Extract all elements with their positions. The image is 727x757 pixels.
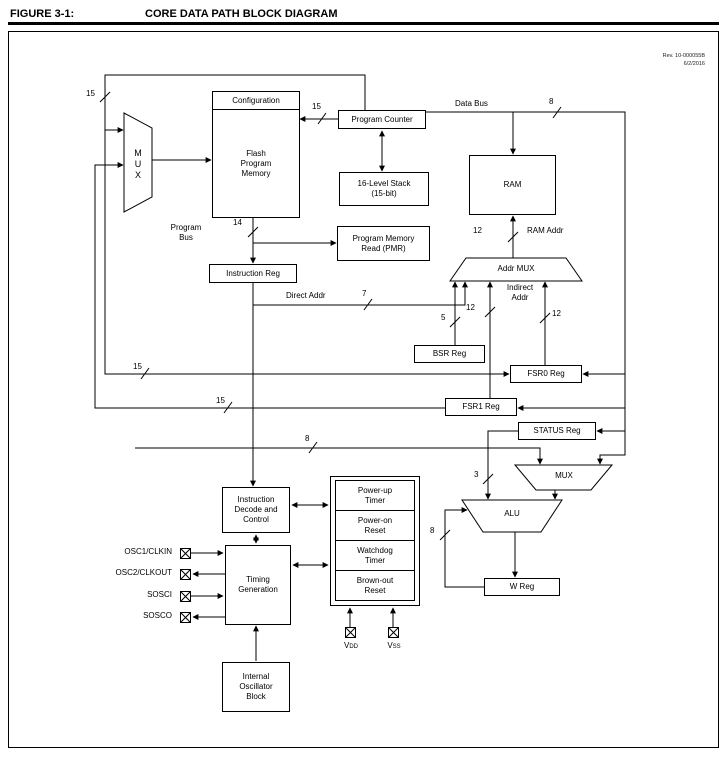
program-bus-label: Program Bus [170,223,202,243]
indirect-fsr1-width: 12 [466,303,475,312]
osc1-clkin-pin-label: OSC1/CLKIN [124,547,172,556]
osc1-pin-icon [180,548,191,559]
wire-status-to-alu [485,430,518,500]
configuration-block: Configuration [212,91,300,110]
mid-data-width: 8 [305,434,310,443]
direct-addr-label: Direct Addr [286,291,326,300]
revision-note: Rev. 10-000055B 6/2/2016 [590,52,705,69]
vdd-pin-icon [345,627,356,638]
program-bus-width: 14 [233,218,242,227]
direct-addr-width: 7 [362,289,367,298]
sosco-pin-label: SOSCO [143,611,172,620]
bsr-reg-block: BSR Reg [414,345,485,363]
fsr0-bus-width: 15 [133,362,142,371]
ram-addr-label: RAM Addr [527,226,564,235]
addr-mux-shape [449,257,583,282]
stack-block: 16-Level Stack (15-bit) [339,172,429,206]
power-on-reset-cell: Power-on Reset [335,510,415,541]
osc2-pin-icon [180,569,191,580]
power-up-timer-cell: Power-up Timer [335,480,415,511]
left-mux-shape [123,112,153,213]
fsr1-bus-width: 15 [216,396,225,405]
wire-mid-data-to-mux [135,447,543,465]
instruction-reg-block: Instruction Reg [209,264,297,283]
wire-pc-top-to-left-rail-fsr0 [104,74,510,377]
bsr-width: 5 [441,313,446,322]
vdd-subscript: DD [349,644,358,650]
instruction-decode-control-block: Instruction Decode and Control [222,487,290,533]
wire-data-bus [426,111,626,465]
w-reg-block: W Reg [484,578,560,596]
mux-alu-shapes [123,112,614,533]
alu-label: ALU [504,508,520,518]
diagram-frame [8,31,719,748]
status-reg-block: STATUS Reg [518,422,596,440]
wire-wreg-feedback-to-alu [444,507,484,588]
indirect-addr-label: Indirect Addr [506,283,534,303]
ram-block: RAM [469,155,556,215]
pc-mux-width: 15 [86,89,95,98]
ram-addr-width: 12 [473,226,482,235]
osc2-clkout-pin-label: OSC2/CLKOUT [115,568,172,577]
watchdog-timer-cell: Watchdog Timer [335,540,415,571]
vss-subscript: SS [392,644,401,650]
bus-wires [94,74,626,661]
vdd-pin-label: VDD [336,641,366,652]
right-mux-label: MUX [555,470,573,480]
right-mux-shape [513,464,614,491]
brown-out-reset-cell: Brown-out Reset [335,570,415,601]
program-memory-read-block: Program Memory Read (PMR) [337,226,430,261]
header-rule [8,22,719,25]
vdd-prefix: V [343,641,350,650]
fsr0-reg-block: FSR0 Reg [510,365,582,383]
vss-prefix: V [387,641,393,650]
data-bus-label: Data Bus [455,99,488,108]
revision-number: Rev. 10-000055B [662,53,705,59]
timing-generation-block: Timing Generation [225,545,291,625]
fsr1-reg-block: FSR1 Reg [445,398,517,416]
vss-pin-label: VSS [379,641,409,652]
flash-program-memory-block: Flash Program Memory [212,109,300,218]
status-alu-width: 3 [474,470,479,479]
wire-fsr1-to-mux [94,162,445,409]
wire-direct-addr [253,281,468,306]
addr-mux-label: Addr MUX [497,264,535,273]
sosci-pin-label: SOSCI [147,590,172,599]
figure-label: FIGURE 3-1: [10,8,75,20]
sosci-pin-icon [180,591,191,602]
indirect-fsr0-width: 12 [552,309,561,318]
program-counter-block: Program Counter [338,110,426,129]
vss-pin-icon [388,627,399,638]
wreg-alu-width: 8 [430,526,435,535]
left-mux-label: MUX [133,147,143,181]
alu-shape [461,499,563,533]
bus-width-slashes [99,91,562,541]
internal-oscillator-block: Internal Oscillator Block [222,662,290,712]
pc-flash-width: 15 [312,102,321,111]
figure-title: CORE DATA PATH BLOCK DIAGRAM [145,8,338,20]
revision-date: 6/2/2016 [683,61,705,68]
data-bus-width: 8 [549,97,554,106]
sosco-pin-icon [180,612,191,623]
